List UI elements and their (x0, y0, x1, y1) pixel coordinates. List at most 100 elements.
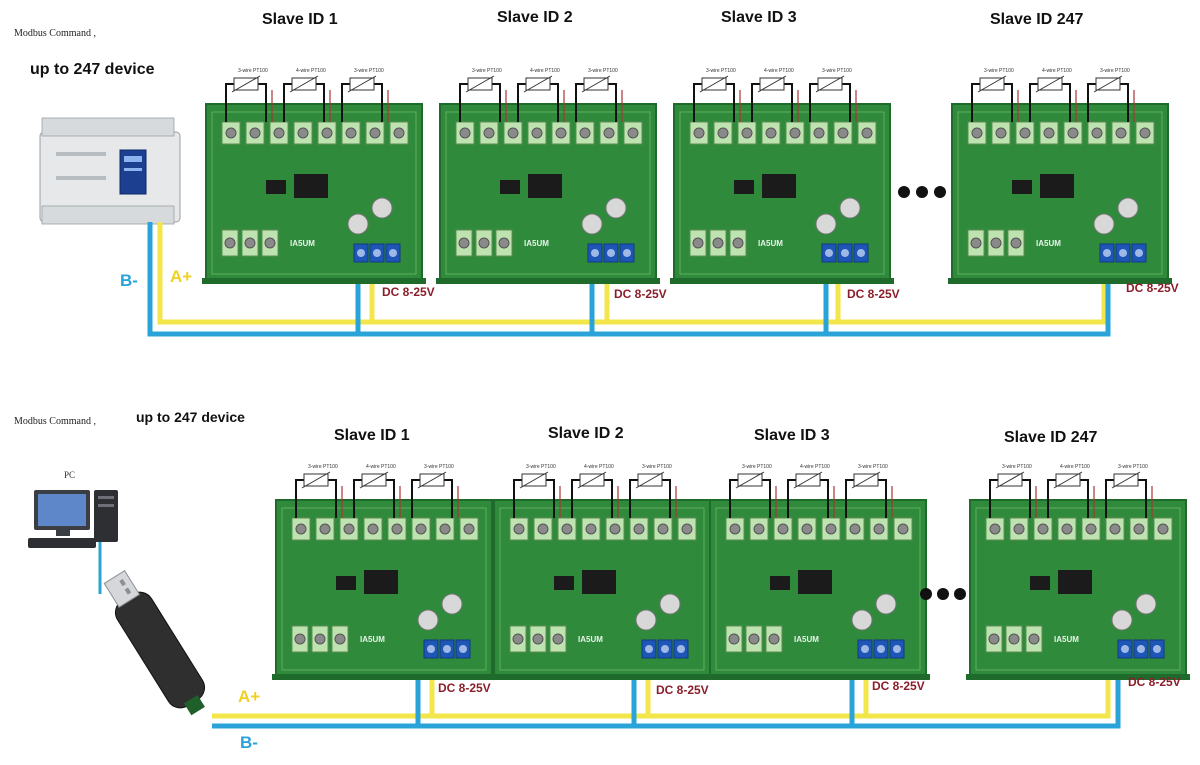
rtd-arrow (347, 75, 377, 93)
top-slave-title-4: Slave ID 247 (990, 11, 1084, 28)
sensor-label: 3-wire PT100 (858, 464, 888, 470)
terminal-screw (1010, 237, 1022, 249)
terminal-screw (367, 523, 379, 535)
ic-chip (500, 180, 520, 194)
terminal-screw (314, 633, 326, 645)
usb-rs485-adapter-icon (103, 570, 206, 716)
terminal-screw (681, 523, 693, 535)
ic-chip (1040, 174, 1074, 198)
terminal-screw (825, 523, 837, 535)
terminal-screw (297, 127, 309, 139)
terminal-screw (512, 633, 524, 645)
terminal-screw (970, 237, 982, 249)
rtd-arrow (1111, 471, 1141, 489)
rtd-arrow (735, 471, 765, 489)
terminal-screw (264, 237, 276, 249)
rtd-arrow (757, 75, 787, 93)
bottom-slave-title-3: Slave ID 3 (754, 427, 830, 444)
terminal-screw (893, 645, 901, 653)
terminal-screw (1028, 633, 1040, 645)
terminal-screw (249, 127, 261, 139)
board-model-label: IA5UM (758, 239, 783, 248)
pcb-outline (281, 507, 487, 671)
ic-chip (770, 576, 790, 590)
rtd-arrow (635, 471, 665, 489)
capacitor (605, 197, 627, 219)
pcb-outline (715, 507, 921, 671)
sensor-label: 3-wire PT100 (822, 68, 852, 74)
rtd-arrow (581, 75, 611, 93)
din-rail (436, 278, 660, 284)
terminal-screw (768, 633, 780, 645)
sensor-label: 3-wire PT100 (308, 464, 338, 470)
terminal-screw (1109, 523, 1121, 535)
ellipsis-icon (898, 186, 946, 198)
ic-chip (1058, 570, 1092, 594)
terminal-screw (1008, 633, 1020, 645)
sensor-label: 4-wire PT100 (366, 464, 396, 470)
ic-chip (336, 576, 356, 590)
rtd-arrow (699, 75, 729, 93)
rtd-arrow (1093, 75, 1123, 93)
rtd-arrow (519, 471, 549, 489)
bottom-capacity-label: up to 247 device (136, 409, 245, 425)
bottom-power-label-4: DC 8-25V (1128, 675, 1181, 689)
terminal-screw (988, 633, 1000, 645)
terminal-screw (439, 523, 451, 535)
board-model-label: IA5UM (290, 239, 315, 248)
terminal-screw (990, 237, 1002, 249)
terminal-screw (373, 249, 381, 257)
sensor-label: 3-wire PT100 (642, 464, 672, 470)
terminal-screw (801, 523, 813, 535)
terminal-screw (677, 645, 685, 653)
terminal-screw (857, 249, 865, 257)
plc-controller-icon (39, 117, 181, 225)
terminal-screw (463, 523, 475, 535)
terminal-screw (427, 645, 435, 653)
rtd-arrow (231, 75, 261, 93)
rtd-arrow (359, 471, 389, 489)
bottom-slave-title-2: Slave ID 2 (548, 425, 624, 442)
ic-chip (582, 570, 616, 594)
terminal-screw (513, 523, 525, 535)
rtd-arrow (289, 75, 319, 93)
top-command-label: Modbus Command , (14, 28, 96, 39)
terminal-screw (389, 249, 397, 257)
din-rail (948, 278, 1172, 284)
terminal-screw (692, 237, 704, 249)
terminal-screw (825, 249, 833, 257)
rtd-arrow (301, 471, 331, 489)
bottom-slave-title-4: Slave ID 247 (1004, 429, 1098, 446)
terminal-screw (849, 523, 861, 535)
terminal-screw (607, 249, 615, 257)
rtd-arrow (523, 75, 553, 93)
terminal-screw (459, 645, 467, 653)
board-model-label: IA5UM (1054, 635, 1079, 644)
terminal-screw (732, 237, 744, 249)
top-slave-title-3: Slave ID 3 (721, 9, 797, 26)
sensor-label: 4-wire PT100 (800, 464, 830, 470)
terminal-screw (295, 523, 307, 535)
ic-chip (364, 570, 398, 594)
sensor-label: 3-wire PT100 (1118, 464, 1148, 470)
terminal-screw (1019, 127, 1031, 139)
terminal-screw (861, 127, 873, 139)
terminal-screw (1043, 127, 1055, 139)
terminal-screw (748, 633, 760, 645)
capacitor (659, 593, 681, 615)
top-bus-a-label: A+ (170, 267, 192, 286)
sensor-label: 4-wire PT100 (530, 68, 560, 74)
terminal-screw (321, 127, 333, 139)
terminal-screw (841, 249, 849, 257)
terminal-screw (897, 523, 909, 535)
rtd-arrow (1053, 471, 1083, 489)
ic-chip (798, 570, 832, 594)
terminal-screw (741, 127, 753, 139)
bottom-power-label-2: DC 8-25V (656, 683, 709, 697)
terminal-screw (415, 523, 427, 535)
board-model-label: IA5UM (1036, 239, 1061, 248)
bottom-bus-b-label: B- (240, 733, 258, 752)
